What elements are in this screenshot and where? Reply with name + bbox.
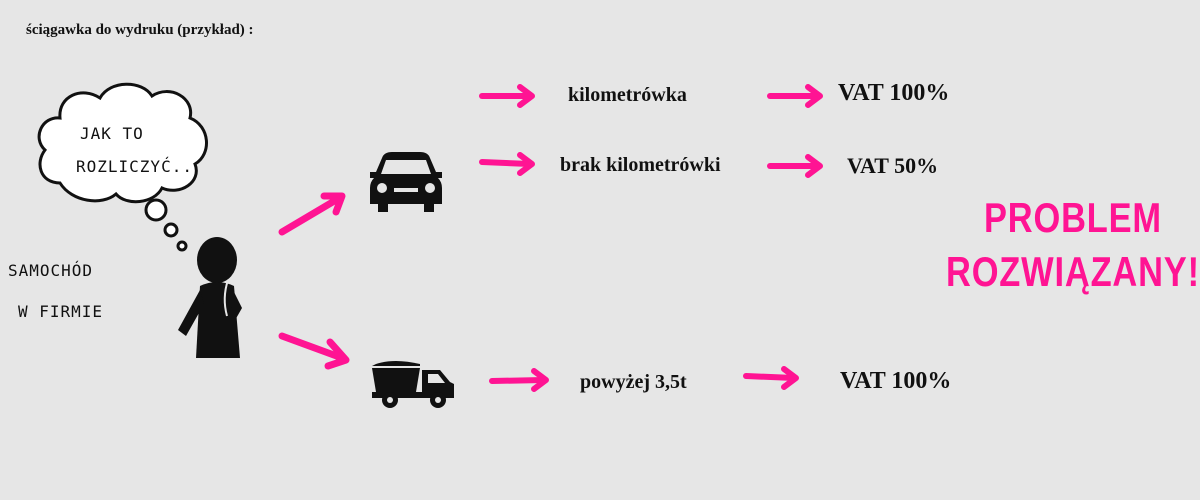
branch-label-powyzej: powyżej 3,5t bbox=[580, 371, 687, 393]
truck-icon bbox=[372, 361, 454, 408]
branch-result-2: VAT 50% bbox=[847, 153, 939, 178]
arrow-icon bbox=[489, 368, 549, 392]
branch-label-brak-kilometrowki: brak kilometrówki bbox=[560, 154, 721, 176]
thought-bubble-icon bbox=[37, 82, 208, 252]
thought-line-2: ROZLICZYĆ.. bbox=[76, 157, 193, 176]
page-title: ściągawka do wydruku (przykład) : bbox=[26, 22, 254, 38]
branch-label-kilometrowka: kilometrówka bbox=[568, 84, 687, 106]
subject-line-2: W FIRMIE bbox=[18, 302, 104, 321]
conclusion-line-1: PROBLEM bbox=[984, 194, 1162, 241]
arrow-icon bbox=[479, 152, 535, 176]
car-icon bbox=[370, 152, 442, 212]
arrow-icon bbox=[479, 84, 535, 108]
arrow-icon bbox=[278, 332, 350, 370]
branch-result-1: VAT 100% bbox=[838, 80, 950, 106]
subject-line-1: SAMOCHÓD bbox=[8, 261, 94, 280]
branch-result-3: VAT 100% bbox=[840, 368, 952, 394]
thought-line-1: JAK TO bbox=[80, 124, 144, 143]
conclusion-line-2: ROZWIĄZANY! bbox=[946, 248, 1200, 295]
thinking-person-icon bbox=[178, 237, 242, 358]
arrow-icon bbox=[767, 154, 823, 178]
arrow-icon bbox=[743, 366, 799, 390]
arrow-icon bbox=[767, 84, 823, 108]
arrow-icon bbox=[278, 192, 346, 236]
